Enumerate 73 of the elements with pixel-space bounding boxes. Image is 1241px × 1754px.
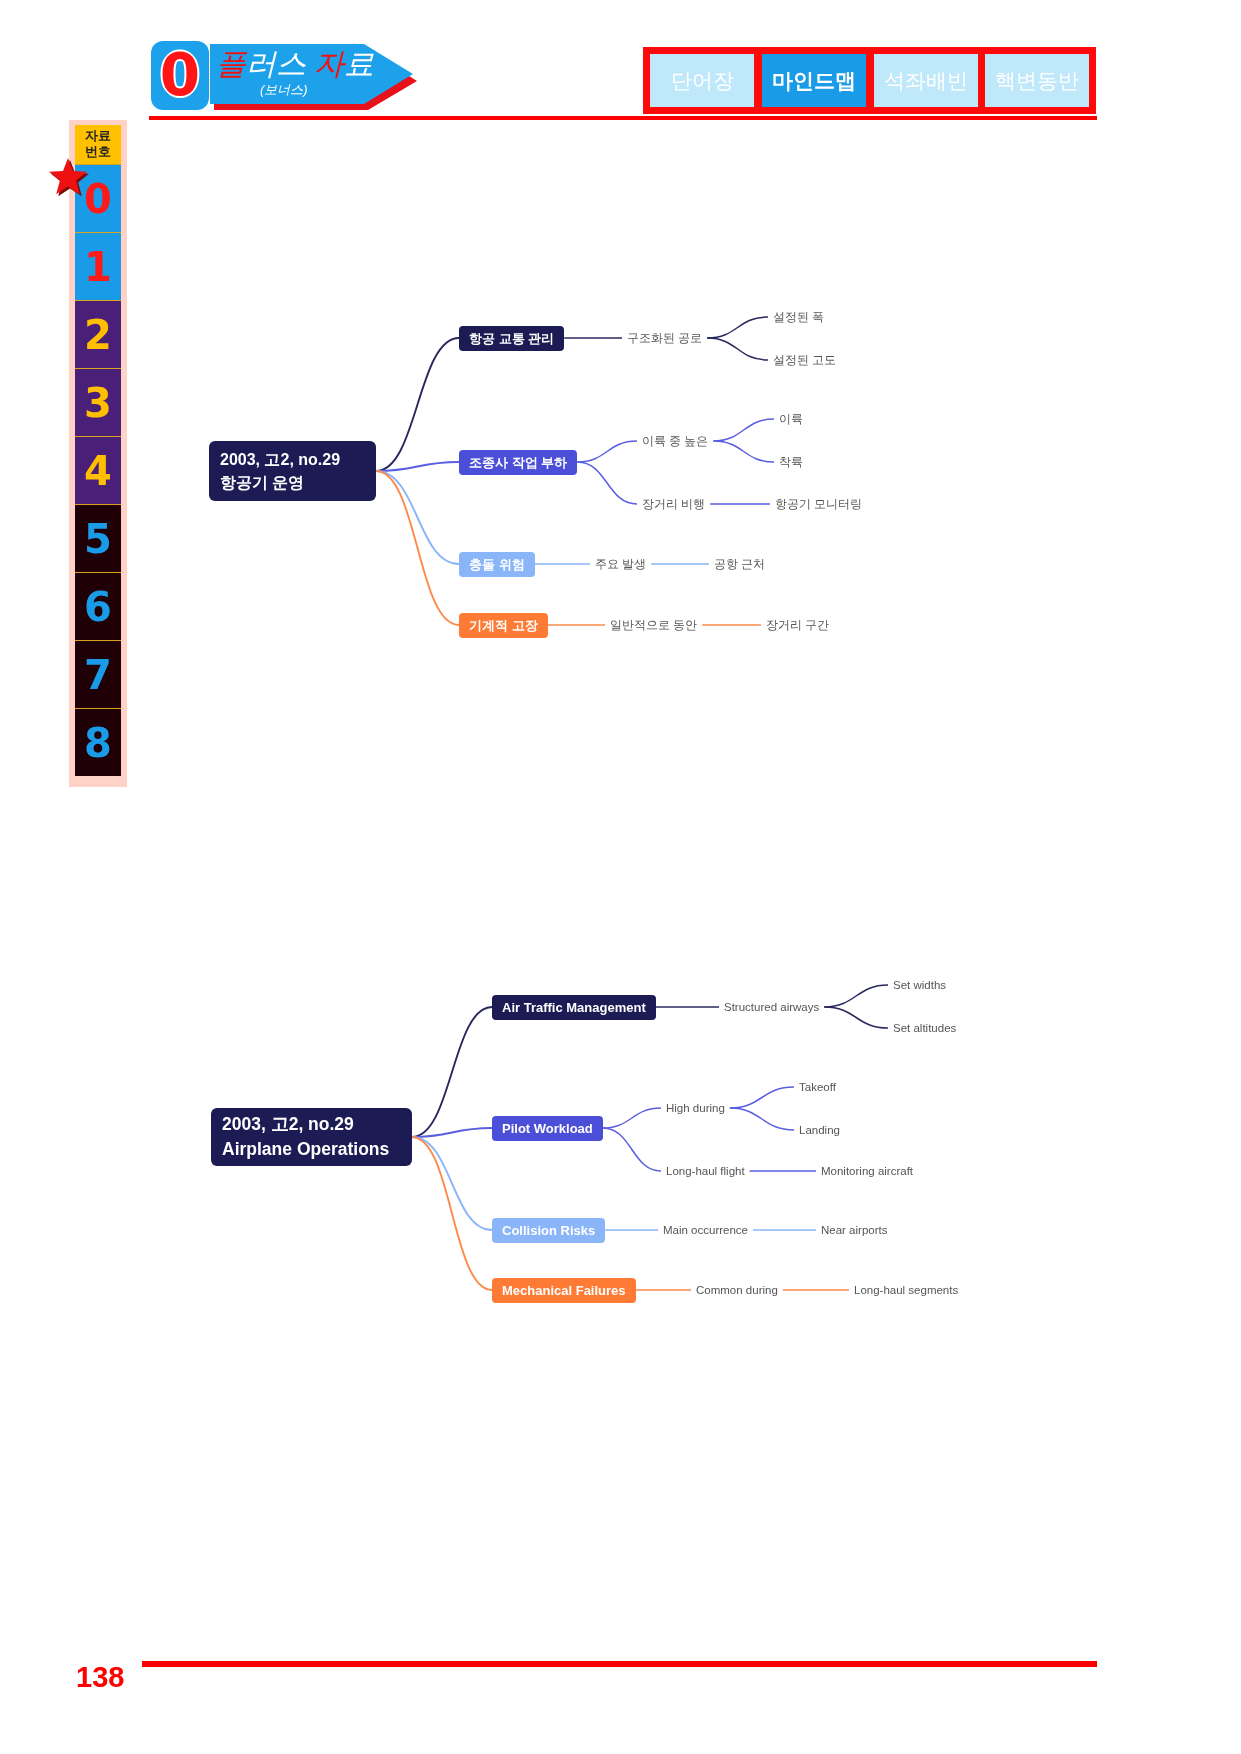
connector-line xyxy=(752,1229,817,1231)
number-cell: 6 xyxy=(75,572,121,640)
tab: 단어장 xyxy=(650,54,754,107)
leaf-text: Monitoring aircraft xyxy=(816,1162,919,1180)
leaf-text: Common during xyxy=(691,1281,783,1299)
connector-line xyxy=(712,440,775,463)
root-box: 2003, 고2, no.29 항공기 운영 xyxy=(209,441,376,501)
number-cell: 7 xyxy=(75,640,121,708)
leaf-text: 착륙 xyxy=(774,453,808,471)
connector-line xyxy=(823,1006,889,1029)
arrow-banner xyxy=(210,44,417,110)
leaf-text: Takeoff xyxy=(794,1078,841,1096)
number-cell: 2 xyxy=(75,300,121,368)
connector-line xyxy=(602,1127,662,1172)
leaf-text: Near airports xyxy=(816,1221,893,1239)
connector-line xyxy=(701,624,762,626)
leaf-text: 장거리 비행 xyxy=(637,495,711,513)
connector-line xyxy=(655,1006,720,1008)
header-cell: 자료 번호 xyxy=(75,125,121,164)
connector-line xyxy=(634,1289,692,1291)
leaf-text: 항공기 모니터링 xyxy=(770,495,868,513)
connector-line xyxy=(650,563,710,565)
connector-line xyxy=(533,563,591,565)
number-badge: 0 xyxy=(151,41,209,110)
branch-box: Collision Risks xyxy=(492,1217,606,1243)
connector-line xyxy=(546,624,606,626)
connector-line xyxy=(748,1170,817,1172)
banner-subtitle: (보너스) xyxy=(260,82,308,98)
connector-line xyxy=(411,1136,493,1291)
connector-line xyxy=(604,1229,659,1231)
connector-line xyxy=(729,1107,795,1131)
leaf-text: High during xyxy=(661,1099,730,1117)
tab: 석좌배빈 xyxy=(874,54,978,107)
leaf-text: 설정된 고도 xyxy=(768,351,842,369)
branch-box: 기계적 고장 xyxy=(459,612,548,638)
leaf-text: Landing xyxy=(794,1121,845,1139)
branch-box: 조종사 작업 부하 xyxy=(459,449,578,475)
connector-line xyxy=(375,470,460,626)
banner-title: 플러스 자료 xyxy=(216,46,375,82)
connector-line xyxy=(563,337,623,339)
connector-line xyxy=(576,461,638,505)
connector-line xyxy=(706,337,769,361)
page-number: 138 xyxy=(76,1662,125,1692)
branch-box: 충돌 위험 xyxy=(459,551,535,577)
leaf-text: Set widths xyxy=(888,976,952,994)
connector-line xyxy=(709,503,771,505)
connector-line xyxy=(782,1289,850,1291)
leaf-text: Set altitudes xyxy=(888,1019,962,1037)
leaf-text: Long-haul segments xyxy=(849,1281,964,1299)
branch-box: 항공 교통 관리 xyxy=(459,325,565,351)
tab: 핵변동반 xyxy=(985,54,1089,107)
leaf-text: 일반적으로 동안 xyxy=(605,616,703,634)
leaf-text: 이륙 xyxy=(774,410,808,428)
leaf-text: Main occurrence xyxy=(658,1221,753,1239)
number-cell: 1 xyxy=(75,232,121,300)
number-cell: 5 xyxy=(75,504,121,572)
number-cell: 8 xyxy=(75,708,121,776)
number-cell: 0 xyxy=(75,164,121,232)
number-cell: 4 xyxy=(75,436,121,504)
leaf-text: 이륙 중 높은 xyxy=(637,432,714,450)
leaf-text: 공항 근처 xyxy=(709,555,771,573)
branch-box: Air Traffic Management xyxy=(492,994,656,1020)
tab: 마인드맵 xyxy=(762,54,866,107)
leaf-text: 주요 발생 xyxy=(590,555,652,573)
root-box: 2003, 고2, no.29 Airplane Operations xyxy=(211,1108,412,1166)
branch-box: Mechanical Failures xyxy=(492,1277,636,1303)
leaf-text: Long-haul flight xyxy=(661,1162,750,1180)
leaf-text: 설정된 폭 xyxy=(768,308,830,326)
leaf-text: Structured airways xyxy=(719,998,825,1016)
leaf-text: 구조화된 공로 xyxy=(622,329,708,347)
leaf-text: 장거리 구간 xyxy=(761,616,835,634)
branch-box: Pilot Workload xyxy=(492,1115,603,1141)
number-cell: 3 xyxy=(75,368,121,436)
